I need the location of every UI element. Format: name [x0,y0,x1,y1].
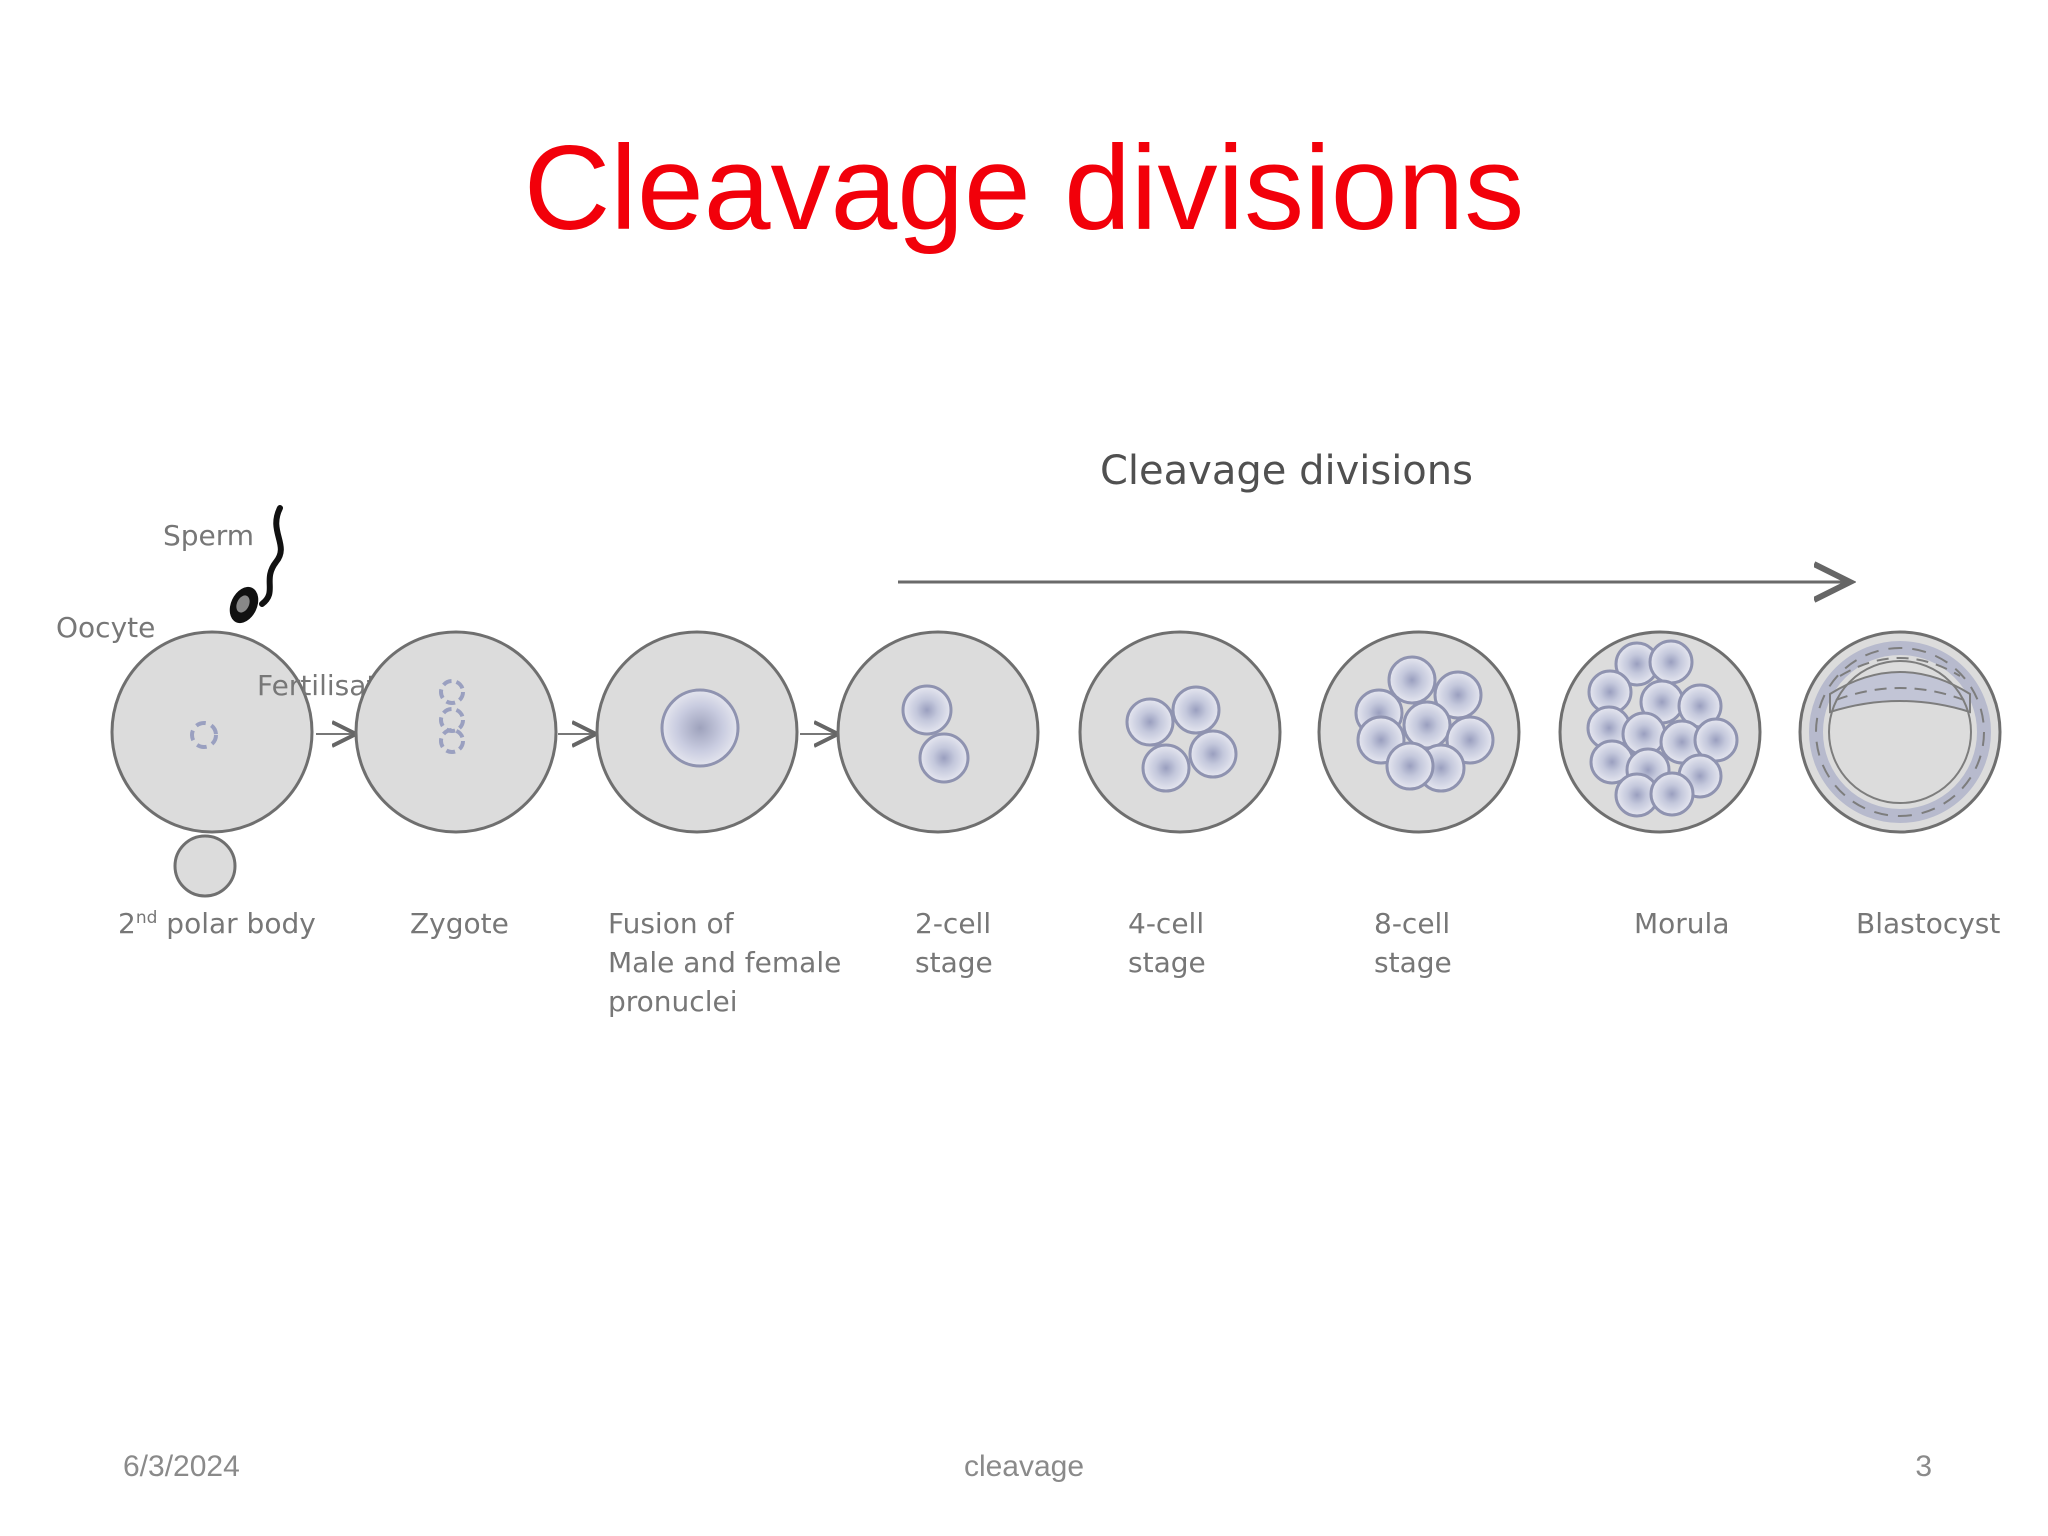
stage-label-fusion-line3: pronuclei [608,985,737,1018]
stage-label-2cell-line2: stage [915,946,993,979]
stage-label-fusion-line1: Fusion of [608,907,735,940]
two-cell-embryo [836,630,1040,834]
stage-label-4cell-line1: 4-cell [1128,907,1204,940]
oocyte-cell [110,630,314,834]
cleavage-heading: Cleavage divisions [1100,448,1473,494]
slide-title: Cleavage divisions [523,121,1525,255]
stage-label-fusion-line2: Male and female [608,946,841,979]
fusion-cell [595,630,799,834]
morula-embryo [1558,630,1762,834]
four-cell-embryo [1078,630,1282,834]
blastocyst-embryo [1798,630,2002,834]
stage-label-morula: Morula [1634,907,1729,940]
page-number: 3 [1915,1450,1932,1483]
stage-label-2cell-line1: 2-cell [915,907,991,940]
polar-body [173,834,237,898]
stage-label-8cell-line2: stage [1374,946,1452,979]
stage-label-zygote: Zygote [410,907,509,940]
stage-label-polar-body: 2nd polar body [118,907,316,940]
zygote-cell [354,630,558,834]
footer-title: cleavage [963,1450,1085,1483]
footer-date: 6/3/2024 [123,1450,240,1483]
sperm-icon [229,505,284,624]
stage-label-4cell-line2: stage [1128,946,1206,979]
sperm-label: Sperm [163,519,254,552]
eight-cell-embryo [1317,630,1521,834]
oocyte-label: Oocyte [56,611,155,644]
stage-label-blastocyst: Blastocyst [1856,907,2000,940]
stage-label-8cell-line1: 8-cell [1374,907,1450,940]
